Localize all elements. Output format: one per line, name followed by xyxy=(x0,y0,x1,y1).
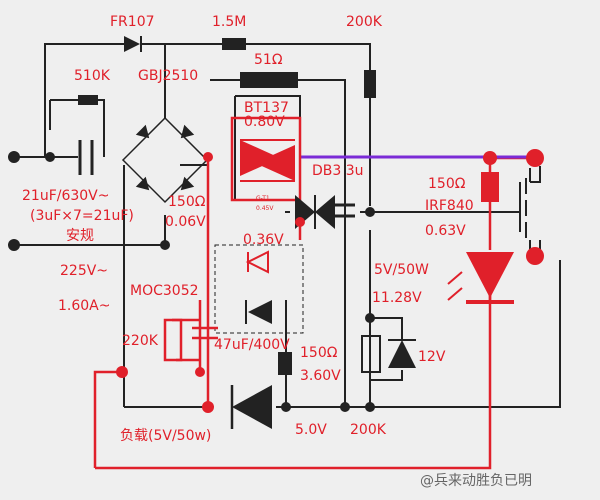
label-150-left: 150Ω xyxy=(168,194,206,210)
moc-led xyxy=(245,300,272,324)
label-db3: DB3 3u xyxy=(312,163,364,179)
label-cap-line1: 21uF/630V~ xyxy=(22,188,110,204)
label-5-0v: 5.0V xyxy=(295,422,327,438)
label-bt137: BT137 xyxy=(244,100,289,116)
label-gbj2510: GBJ2510 xyxy=(138,68,198,84)
zener-12v xyxy=(388,339,416,368)
resistor-510k xyxy=(78,95,98,105)
label-47uf: 47uF/400V xyxy=(214,337,290,353)
label-12v: 12V xyxy=(418,349,446,365)
label-load: 负载(5V/50w) xyxy=(120,428,211,444)
watermark: @兵来动胜负已明 xyxy=(420,473,532,489)
label-irf840: IRF840 xyxy=(425,198,474,214)
label-cap-line2: (3uF×7=21uF) xyxy=(30,208,134,224)
junction-dots xyxy=(8,149,544,413)
label-200k-top: 200K xyxy=(346,14,383,30)
label-200k-bottom: 200K xyxy=(350,422,387,438)
capacitor-47uf xyxy=(192,326,218,340)
label-150-right: 150Ω xyxy=(428,176,466,192)
label-gt1: G-T1 xyxy=(256,195,270,202)
resistor-51 xyxy=(240,72,298,88)
label-51: 51Ω xyxy=(254,52,283,68)
mosfet-irf840 xyxy=(519,178,527,238)
label-1-60a: 1.60A~ xyxy=(58,298,110,314)
label-0-45v: 0.45V xyxy=(256,205,274,212)
power-led-5v50w xyxy=(447,252,514,304)
safety-capacitor xyxy=(78,140,94,175)
label-11-28v: 11.28V xyxy=(372,290,422,306)
resistor-1-5m xyxy=(222,38,246,50)
label-1-5m: 1.5M xyxy=(212,14,246,30)
triac-bt137 xyxy=(230,116,302,202)
small-capacitor xyxy=(333,203,355,218)
resistor-150-mid xyxy=(278,352,292,375)
label-0-63v: 0.63V xyxy=(425,223,466,239)
label-220k: 220K xyxy=(122,333,159,349)
resistor-150-right xyxy=(481,172,499,202)
label-5v50w: 5V/50W xyxy=(374,262,429,278)
moc3052-box xyxy=(214,244,304,334)
label-0-36v: 0.36V xyxy=(243,232,284,248)
label-0-80v: 0.80V xyxy=(244,114,285,130)
label-150-mid: 150Ω xyxy=(300,345,338,361)
label-225v: 225V~ xyxy=(60,263,108,279)
fr107-diode xyxy=(124,36,142,52)
resistor-220k xyxy=(163,318,183,362)
label-3-60v: 3.60V xyxy=(300,368,341,384)
load-led xyxy=(230,385,272,429)
label-cap-line3: 安规 xyxy=(66,228,94,244)
zener-box xyxy=(361,335,381,373)
moc-triac xyxy=(245,250,269,274)
label-fr107: FR107 xyxy=(110,14,155,30)
resistor-200k-top xyxy=(364,70,376,98)
label-0-06v: 0.06V xyxy=(165,214,206,230)
bridge-rectifier xyxy=(121,116,209,204)
label-moc3052: MOC3052 xyxy=(130,283,199,299)
label-510k: 510K xyxy=(74,68,111,84)
